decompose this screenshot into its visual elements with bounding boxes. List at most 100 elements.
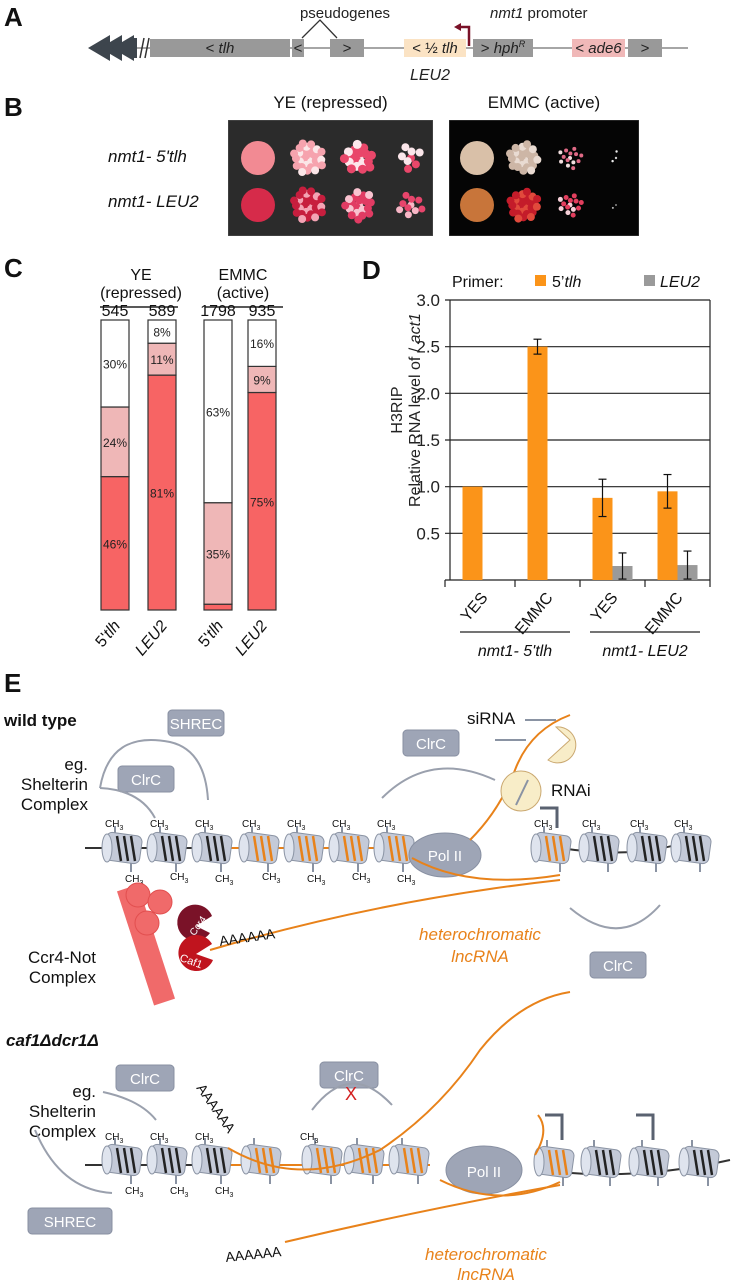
colony-dot <box>415 196 423 204</box>
colony-dot <box>511 143 520 152</box>
colony-dot <box>578 200 584 206</box>
dna-wrap <box>122 1147 130 1174</box>
dna-wrap <box>416 1147 424 1174</box>
colony-dot <box>401 143 410 152</box>
lncrna-label-line2: lncRNA <box>451 947 509 966</box>
nucleosome-face <box>578 833 590 863</box>
x-category-label: EMMC <box>512 590 556 638</box>
category-label: LEU2 <box>232 618 271 660</box>
wild-type-title: wild type <box>3 711 77 730</box>
colony-dot <box>574 152 579 157</box>
stacked-bar-segment <box>100 319 130 408</box>
dna-wrap <box>547 1149 555 1176</box>
polya-tail: AAAAAA <box>218 925 276 949</box>
dna-wrap <box>606 835 614 862</box>
colony-dot <box>411 160 420 169</box>
colony-dot <box>565 210 571 216</box>
methyl-mark: CH3 <box>534 819 552 832</box>
legend-swatch-5tlh <box>535 275 546 286</box>
panel-d-letter: D <box>362 255 381 285</box>
y-tick-label: 2.0 <box>416 384 440 403</box>
panel-b-letter: B <box>4 92 23 122</box>
nucleosome <box>101 1138 143 1184</box>
nucleosome <box>580 1140 622 1186</box>
bar-total-label: 545 <box>102 303 129 320</box>
plate-title-emmc: EMMC (active) <box>487 93 601 112</box>
lncrna-tail <box>209 879 561 951</box>
group-label-line2: (active) <box>216 285 270 302</box>
colony-dot <box>396 206 404 214</box>
dna-wrap <box>656 1149 664 1176</box>
segment-percent-label: 46% <box>103 537 127 551</box>
colony-dot <box>358 164 368 174</box>
clrc-arrow <box>381 767 496 799</box>
colony-dot <box>404 204 412 212</box>
colony-dot <box>557 196 563 202</box>
nucleosome-face <box>388 1145 400 1175</box>
colony-dot <box>399 200 407 208</box>
segment-percent-label: 81% <box>150 487 174 501</box>
methyl-mark: CH3 <box>674 819 692 832</box>
dna-wrap <box>684 835 692 862</box>
colony-dot <box>561 201 567 207</box>
colony-dot <box>564 148 569 153</box>
colony-dot <box>317 161 326 170</box>
lncrna-strand <box>469 714 571 841</box>
nucleosome-face <box>191 1145 203 1175</box>
colony-dot <box>565 158 570 163</box>
colony-dot <box>611 206 614 209</box>
panel-e-letter: E <box>4 668 22 698</box>
rnai-circle <box>500 770 542 812</box>
y-tick-label: 1.5 <box>416 431 440 450</box>
gene-label: < ade6 <box>575 40 622 57</box>
nucleosome-face <box>238 833 250 863</box>
methyl-mark: CH3 <box>332 819 350 832</box>
promoter-arrowhead-icon <box>454 23 461 31</box>
row-label-leu2: nmt1- LEU2 <box>108 192 199 212</box>
dna-wrap <box>115 1147 123 1174</box>
colony-color-chart: 54546%24%30%5'tlh58981%11%8%LEU217982%35… <box>92 303 283 660</box>
colony-dot <box>415 148 424 157</box>
promoter-label: nmt1 promoter <box>490 5 588 22</box>
colony-dot <box>559 159 564 164</box>
group-label-emmc: EMMC (active) <box>200 267 286 303</box>
clrc-box <box>402 729 460 757</box>
dicer-pacman-icon <box>547 726 577 764</box>
dna-wrap <box>212 835 220 862</box>
nucleosome <box>628 1140 670 1186</box>
plate-ye-photo <box>228 120 433 236</box>
segment-percent-label: 30% <box>103 358 127 372</box>
colony-dot <box>317 194 326 203</box>
colony-dot <box>311 213 320 222</box>
dna-wrap <box>122 835 130 862</box>
shrec-box-label: SHREC <box>44 1214 97 1231</box>
caf1-pacman-icon <box>178 935 213 972</box>
dna-wrap <box>692 1149 700 1176</box>
nucleosome-face <box>343 1145 355 1175</box>
colony-dot <box>365 162 375 172</box>
ccr4-not-body <box>116 884 176 1006</box>
colony-dot <box>565 163 570 168</box>
y-tick-label: 1.0 <box>416 478 440 497</box>
dna-wrap <box>268 1147 276 1174</box>
gene-box <box>150 39 290 57</box>
stacked-bar-segment <box>247 391 277 611</box>
colony-dot <box>290 149 299 158</box>
ccr4-not-subunit <box>147 889 173 915</box>
dna-wrap <box>357 1147 365 1174</box>
methyl-mark: CH3 <box>195 819 213 832</box>
colony-dot <box>292 208 301 217</box>
colony-dot <box>614 156 618 160</box>
nucleosome <box>101 826 143 872</box>
colony-dot <box>347 211 356 220</box>
bar-total-label: 935 <box>249 303 276 320</box>
colony-dot <box>341 201 350 210</box>
colony-dot <box>571 160 576 165</box>
promoter-arrow-icon <box>458 25 471 46</box>
row-label-5tlh: nmt1- 5'tlh <box>108 147 187 167</box>
dna-wrap <box>160 835 168 862</box>
dna-wrap <box>394 835 402 862</box>
nucleosome <box>191 1138 233 1184</box>
transcription-start-arrow-icon <box>636 1113 655 1140</box>
colony-dot <box>611 159 614 163</box>
